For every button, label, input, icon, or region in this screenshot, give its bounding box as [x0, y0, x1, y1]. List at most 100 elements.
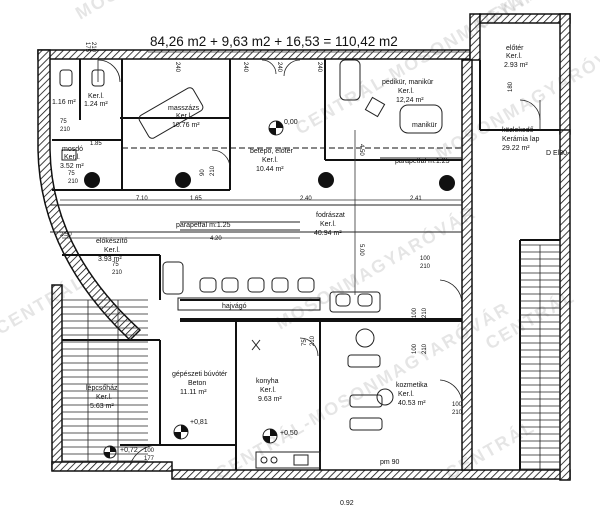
hajvago-label: hajvágó: [222, 303, 247, 310]
room-eloter-floor: Ker.l.: [506, 53, 522, 60]
salon-chair: [199, 277, 217, 293]
room-fodraszat-floor: Ker.l.: [320, 221, 336, 228]
room-masszazs-area: 10.76 m²: [172, 122, 200, 129]
room-wc-2-floor: Ker.l.: [88, 93, 104, 100]
room-mosdo-name: mosdó: [62, 146, 83, 153]
level-072: +0,72: [120, 447, 138, 454]
room-betepo-floor: Ker.l.: [262, 157, 278, 164]
level-center: 0,00: [284, 119, 298, 126]
room-kozmetika-area: 40.53 m²: [398, 400, 426, 407]
room-gepeszeti-name: gépészeti búvótér: [172, 371, 228, 378]
room-kozmetika-floor: Ker.l.: [398, 391, 414, 398]
dim-100-c: 100: [412, 343, 418, 354]
furniture: [59, 59, 443, 469]
dim-177: 177: [144, 456, 155, 462]
dim-100-a: 100: [420, 256, 431, 262]
dim-240-d: 240: [316, 62, 322, 73]
dim-75-d: 75: [302, 339, 308, 346]
dim-240-b: 240: [242, 62, 248, 73]
dim-1-65: 1.65: [190, 196, 202, 202]
dim-75-b: 75: [68, 171, 75, 177]
level-markers: [103, 120, 284, 459]
room-pedikur-floor: Ker.l.: [398, 88, 414, 95]
pillars: [84, 172, 455, 191]
watermarks: CENTRÁL MOSONMAGYARÓVÁR CENTRÁL-MOSONMAG…: [0, 0, 600, 483]
watermark-5: MOSONMAGYARÓVÁR: [272, 201, 480, 333]
room-lepcsohaz-name: lépcsőház: [86, 385, 118, 392]
dim-2-40: 2.40: [300, 196, 312, 202]
parapet-label-2: parapetfal m:1.25: [395, 158, 450, 165]
room-masszazs-name: masszázs: [168, 105, 200, 112]
misc-labels: parapetfal m:1.25 parapetfal m:1.25 hajv…: [176, 158, 450, 507]
room-pedikur-area: 12,24 m²: [396, 97, 424, 104]
room-fodraszat-name: fodrászat: [316, 212, 345, 219]
dim-210-j: 210: [452, 410, 463, 416]
dim-180: 180: [508, 81, 514, 92]
room-eloter-name: előtér: [506, 45, 524, 52]
dim-210-d: 210: [210, 165, 216, 176]
room-labels: 1.16 m² Ker.l. 1.24 m² masszázs Ker.l. 1…: [52, 45, 570, 410]
dim-210-c: 210: [68, 179, 79, 185]
dim-7-10: 7.10: [136, 196, 148, 202]
room-konyha-floor: Ker.l.: [260, 387, 276, 394]
dimension-numbers: 175 210 240 240 240 240 180 75 210 75 21…: [60, 42, 514, 462]
room-konyha-name: konyha: [256, 378, 279, 385]
dim-2-50: 2.50: [60, 232, 72, 238]
room-gepeszeti-floor: Beton: [188, 380, 206, 387]
d-elso-label: D El30-: [546, 150, 570, 157]
dim-75-a: 75: [60, 119, 67, 125]
level-081: +0,81: [190, 419, 208, 426]
room-betepo-name: betépő, előtér: [250, 148, 293, 155]
room-elokeszito-area: 3.93 m²: [98, 256, 122, 263]
dim-75-c: 75: [112, 262, 119, 268]
room-lepcsohaz-floor: Ker.l.: [96, 394, 112, 401]
room-wc-2-area: 1.24 m²: [84, 101, 108, 108]
room-mosdo-floor: Ker.l.: [64, 154, 80, 161]
room-kozlekedo-area: 29.22 m²: [502, 145, 530, 152]
dim-2-41: 2.41: [410, 196, 422, 202]
room-kozmetika-name: kozmetika: [396, 382, 428, 389]
dimension-lines: [60, 51, 470, 295]
dim-210-b: 210: [60, 127, 71, 133]
room-eloter-area: 2.93 m²: [504, 62, 528, 69]
dim-4-20: 4.20: [210, 236, 222, 242]
level-labels: 0,00 +0,81 +0,72 +0,50: [120, 119, 298, 454]
room-betepo-area: 10.44 m²: [256, 166, 284, 173]
room-pedikur-name: pedikür, manikür: [382, 79, 434, 86]
dim-100-b: 100: [412, 307, 418, 318]
salon-chair: [271, 277, 289, 293]
room-fodraszat-area: 40.94 m²: [314, 230, 342, 237]
salon-chair: [221, 277, 239, 293]
salon-chair: [247, 277, 265, 293]
dim-210-e: 210: [112, 270, 123, 276]
dim-240-c: 240: [276, 62, 282, 73]
dim-90: 90: [200, 169, 206, 176]
room-elokeszito-floor: Ker.l.: [104, 247, 120, 254]
room-masszazs-floor: Ker.l.: [176, 113, 192, 120]
pm-label: pm 90: [380, 459, 400, 466]
dim-210-g: 210: [422, 307, 428, 318]
room-elokeszito-name: előkészítő: [96, 238, 128, 245]
dim-100-e: 100: [452, 402, 463, 408]
left-stairs: [62, 299, 148, 462]
dim-210-h: 210: [310, 335, 316, 346]
parapet-label-1: parapetfal m:1.25: [176, 222, 231, 229]
room-konyha-area: 9.63 m²: [258, 396, 282, 403]
room-wc-1-area: 1.16 m²: [52, 99, 76, 106]
room-gepeszeti-area: 11.11 m²: [180, 389, 207, 396]
parapet-lines: [50, 147, 462, 233]
watermark-9: MOSONMAGYARÓVÁR: [72, 0, 280, 23]
room-lepcsohaz-area: 5.63 m²: [90, 403, 114, 410]
dim-210-i: 210: [422, 343, 428, 354]
dim-4-50: 4.50: [358, 144, 364, 156]
dim-1-85: 1.85: [90, 141, 102, 147]
right-stairs: [520, 244, 560, 470]
level-050: +0,50: [280, 430, 298, 437]
salon-chair: [297, 277, 315, 293]
doors: [97, 59, 541, 466]
room-kozlekedo-floor: Kerámia lap: [502, 136, 539, 143]
dim-210-f: 210: [420, 264, 431, 270]
wash-chair: [357, 293, 373, 307]
wash-chair: [335, 293, 351, 307]
